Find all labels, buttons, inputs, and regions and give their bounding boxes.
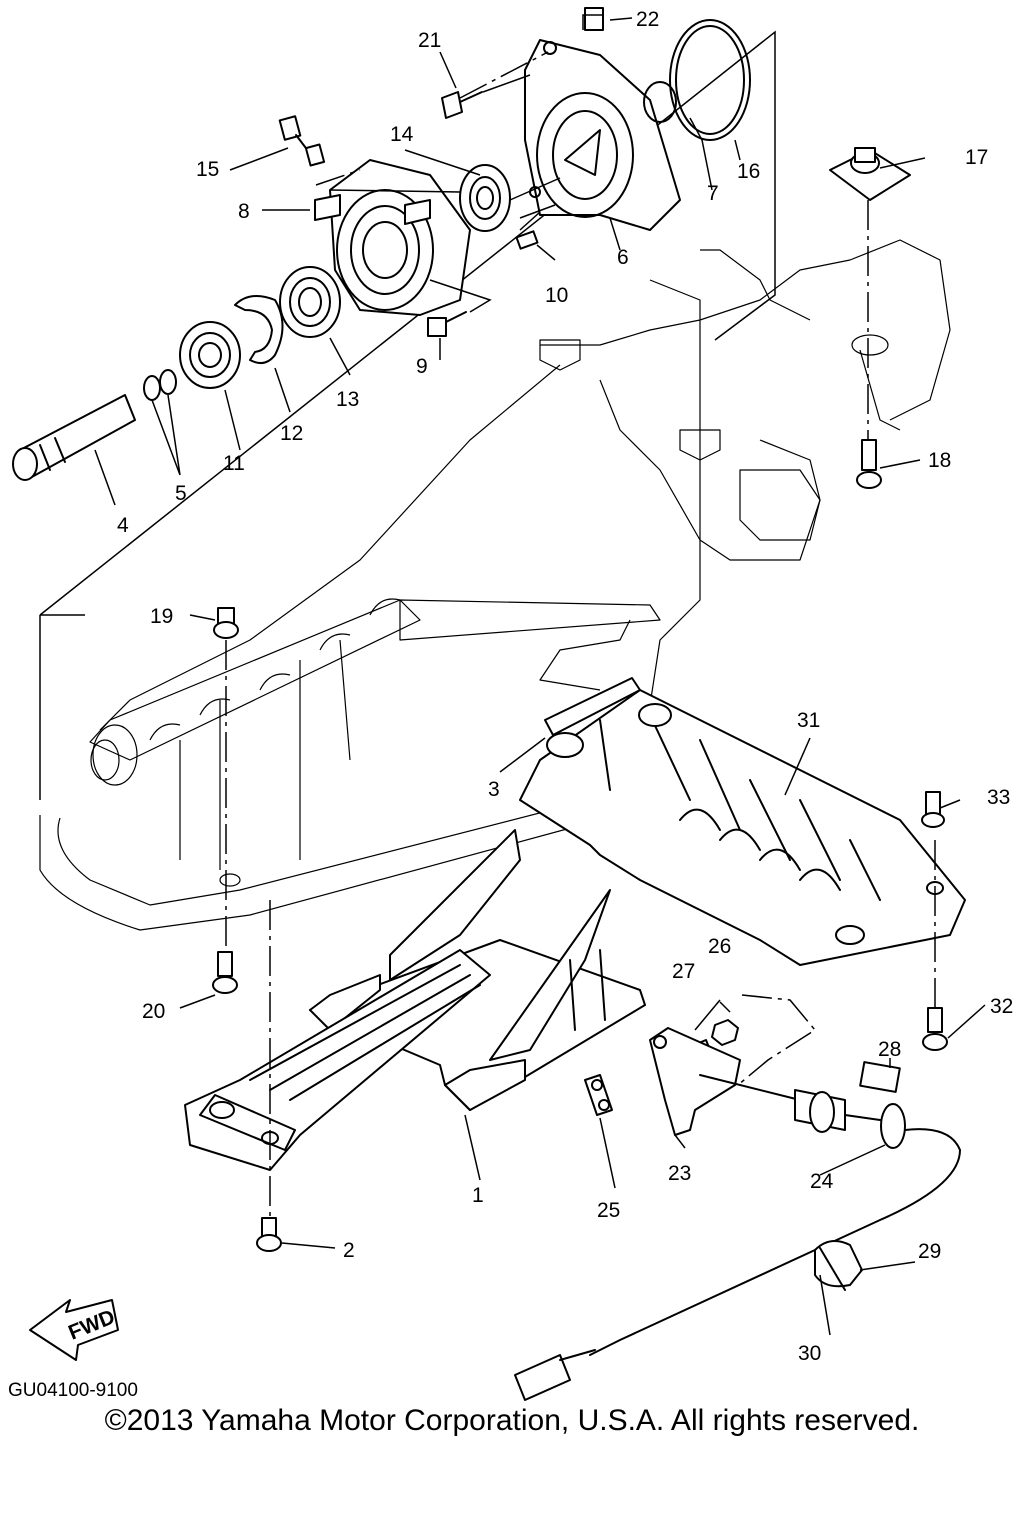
callout-26: 26 <box>708 935 731 958</box>
callout-2: 2 <box>343 1239 355 1262</box>
callout-12: 12 <box>280 422 303 445</box>
cable-clamp <box>814 1240 863 1291</box>
callout-11: 11 <box>223 452 245 475</box>
bolt-20 <box>212 951 238 994</box>
bolt-9 <box>427 311 467 337</box>
bearing-housing <box>314 159 471 316</box>
bolt-15 <box>278 115 326 167</box>
callout-28: 28 <box>878 1038 901 1061</box>
callout-4: 4 <box>117 514 129 537</box>
callout-8: 8 <box>238 200 250 223</box>
callout-5: 5 <box>175 482 187 505</box>
bearing-14 <box>459 164 511 232</box>
callout-31: 31 <box>797 709 820 732</box>
assembly-frame <box>39 30 776 800</box>
callout-24: 24 <box>810 1170 834 1193</box>
bolt-32 <box>922 1007 948 1051</box>
steering-cable <box>514 1074 961 1401</box>
forward-arrow: FWD <box>29 1299 119 1361</box>
pump-housing-outline <box>39 239 951 931</box>
bolt-2 <box>256 1217 282 1252</box>
callout-3: 3 <box>488 778 500 801</box>
callout-25: 25 <box>597 1199 620 1222</box>
callout-33: 33 <box>987 786 1010 809</box>
callout-14: 14 <box>390 123 414 146</box>
callout-19: 19 <box>150 605 173 628</box>
collar <box>859 1061 901 1093</box>
drive-shaft <box>12 394 136 481</box>
skid-plate <box>184 949 491 1171</box>
callout-21: 21 <box>418 29 441 52</box>
callout-10: 10 <box>545 284 568 307</box>
bearing-13 <box>279 266 341 338</box>
intermediate-housing <box>524 39 681 231</box>
ride-plate <box>309 829 646 1111</box>
o-rings <box>143 375 161 401</box>
callout-9: 9 <box>416 355 428 378</box>
callout-18: 18 <box>928 449 951 472</box>
bolt-33 <box>921 791 945 828</box>
intake-grate <box>519 689 966 966</box>
nut <box>711 1019 739 1046</box>
copyright-notice: ©2013 Yamaha Motor Corporation, U.S.A. A… <box>104 1404 920 1437</box>
callout-17: 17 <box>965 146 988 169</box>
callout-32: 32 <box>990 995 1013 1018</box>
callout-6: 6 <box>617 246 629 269</box>
callout-13: 13 <box>336 388 359 411</box>
callout-23: 23 <box>668 1162 691 1185</box>
mount-plate-17 <box>829 147 911 201</box>
bolt-21 <box>441 91 483 119</box>
o-ring-large <box>669 19 751 141</box>
callout-22: 22 <box>636 8 659 31</box>
o-ring-small <box>643 81 677 123</box>
bolt-18 <box>856 439 882 489</box>
callout-29: 29 <box>918 1240 941 1263</box>
leader-lines <box>94 14 986 1336</box>
cable-bracket <box>649 1027 741 1136</box>
callout-30: 30 <box>798 1342 821 1365</box>
bolts-25 <box>584 1074 613 1116</box>
callout-labels: 1 2 3 4 5 6 7 8 9 10 11 12 13 14 15 16 1… <box>117 8 1013 1365</box>
bearing-11 <box>179 321 241 389</box>
bolt-19 <box>213 607 239 639</box>
callout-20: 20 <box>142 1000 165 1023</box>
callout-16: 16 <box>737 160 760 183</box>
callout-1: 1 <box>472 1184 484 1207</box>
callout-27: 27 <box>672 960 695 983</box>
callout-15: 15 <box>196 158 219 181</box>
circlip <box>234 295 284 365</box>
callout-7: 7 <box>707 182 719 205</box>
drawing-id: GU04100-9100 <box>8 1380 138 1401</box>
cap-plate <box>584 7 604 31</box>
dowel-pin <box>515 230 539 250</box>
